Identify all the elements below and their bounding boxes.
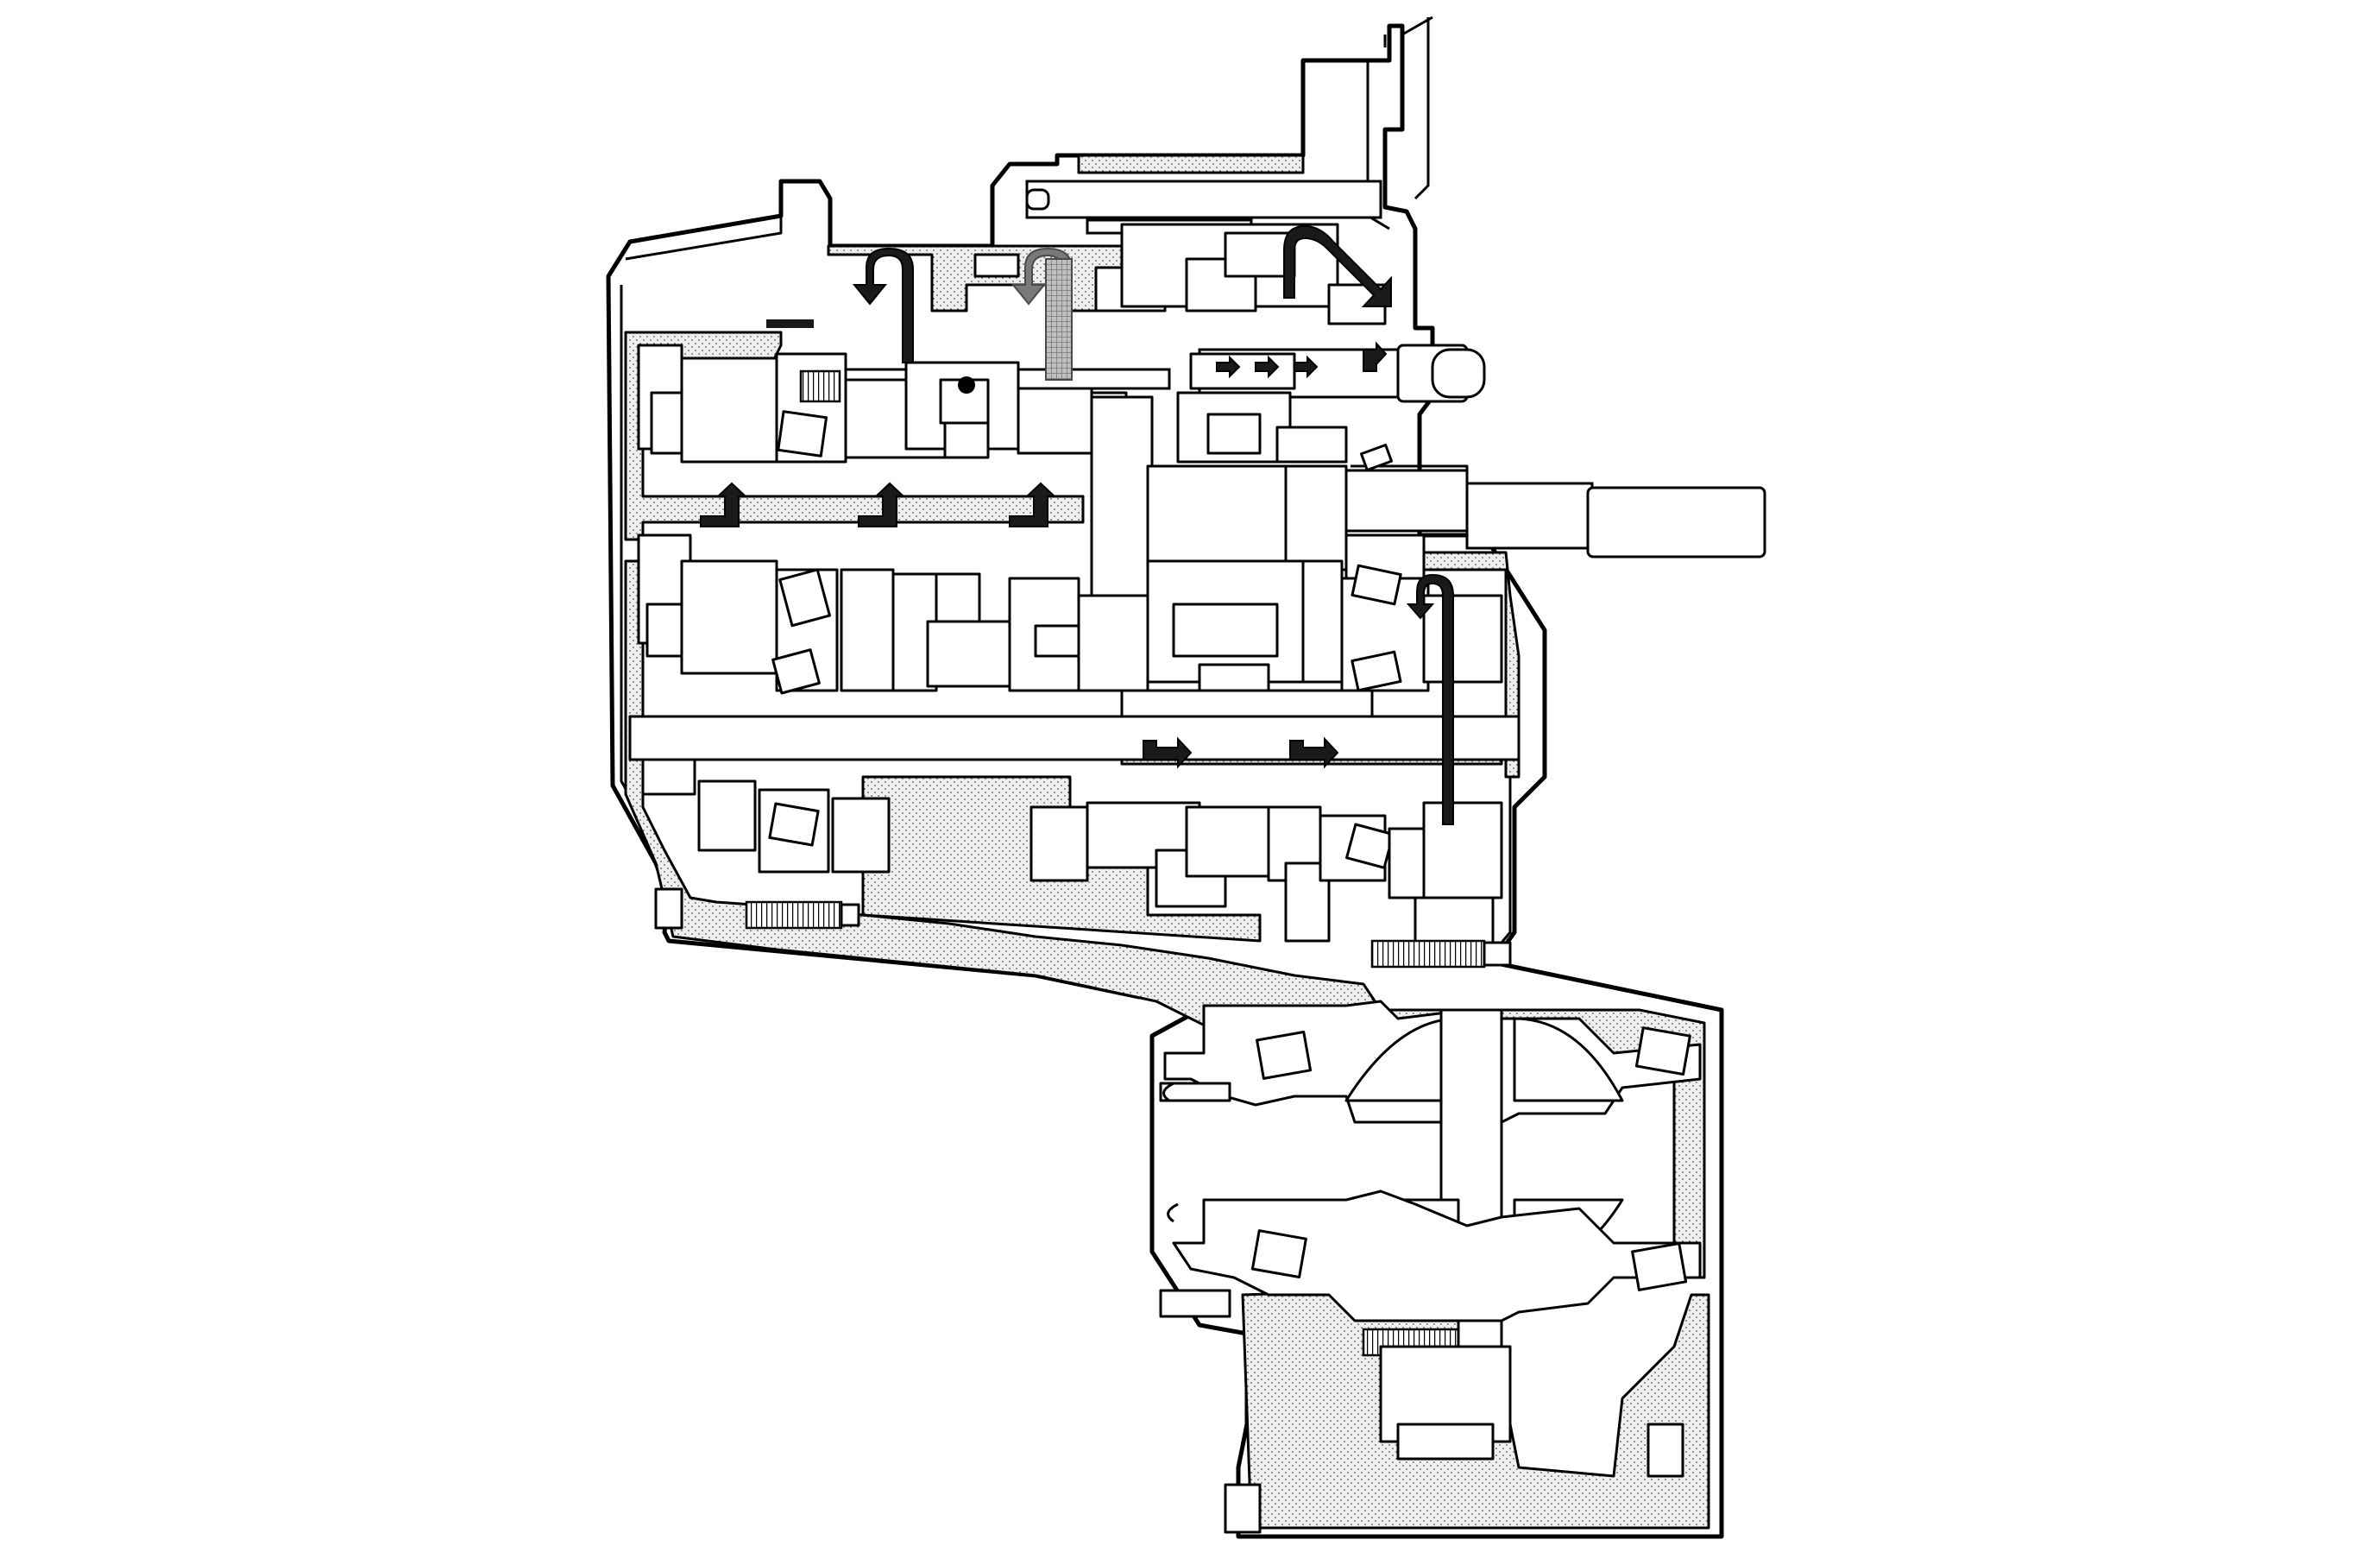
flow-arrow-upper-middle	[1011, 247, 1073, 381]
center-block	[1090, 395, 1426, 597]
output-shaft	[1344, 464, 1766, 558]
oil-flow-arrows	[700, 224, 1454, 825]
upper-right-synchro	[1120, 223, 1394, 472]
middle-gear-row	[637, 533, 1503, 727]
differential	[1159, 1000, 1702, 1534]
flow-arrow-upper-left	[852, 247, 914, 363]
flow-arrows-top-row	[1216, 341, 1388, 379]
flow-arrows-lower-channel	[1143, 736, 1339, 769]
flow-arrow-right-return	[1406, 573, 1454, 825]
flow-arrow-upper-right	[1283, 224, 1392, 307]
flow-marker-left	[766, 319, 814, 328]
flow-arrows-upper-channel	[700, 482, 1057, 527]
lower-gear-row	[628, 715, 1521, 960]
